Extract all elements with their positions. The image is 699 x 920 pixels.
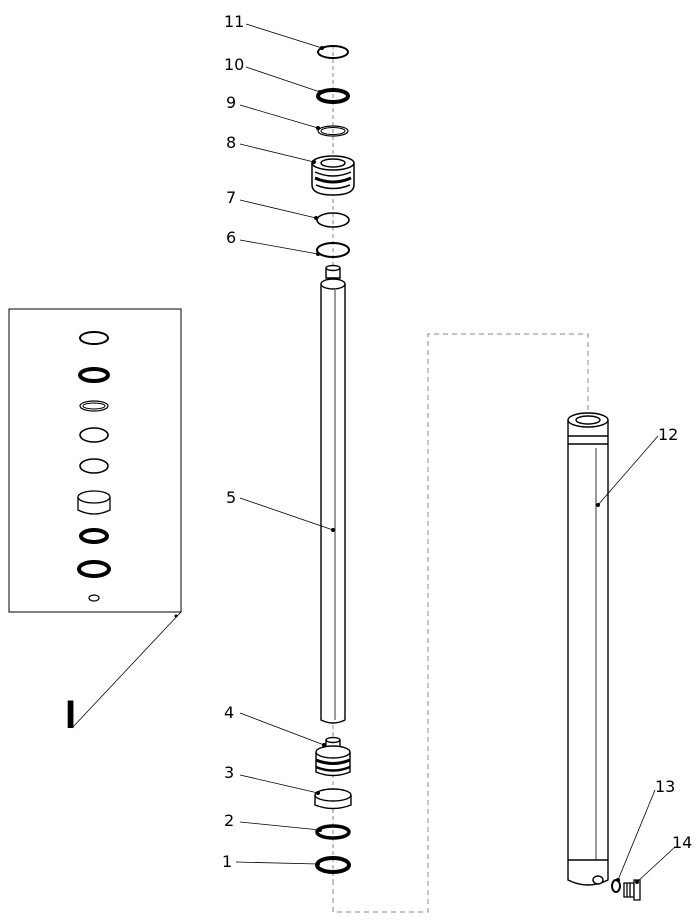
part-7-o-ring bbox=[316, 212, 350, 228]
part-12-cylinder-tube bbox=[567, 412, 609, 886]
leader-dots bbox=[312, 46, 639, 884]
part-5-piston-rod bbox=[320, 264, 346, 724]
callout-1: 1 bbox=[222, 852, 232, 871]
seal-kit-parts bbox=[77, 331, 111, 602]
callout-7: 7 bbox=[226, 188, 236, 207]
seal-kit-leader-dot bbox=[174, 614, 178, 618]
callout-9: 9 bbox=[226, 93, 236, 112]
part-2-o-ring bbox=[315, 824, 351, 840]
callout-10: 10 bbox=[224, 55, 244, 74]
callout-12: 12 bbox=[658, 425, 678, 444]
assembly-connection-line bbox=[332, 333, 589, 913]
callout-11: 11 bbox=[224, 12, 244, 31]
part-6-o-ring bbox=[316, 242, 350, 258]
part-11-o-ring bbox=[317, 45, 349, 59]
callout-14: 14 bbox=[672, 833, 692, 852]
part-8-gland bbox=[311, 155, 355, 196]
callout-2: 2 bbox=[224, 811, 234, 830]
part-3-bushing bbox=[314, 788, 352, 810]
part-4-piston bbox=[315, 736, 351, 777]
callout-13: 13 bbox=[655, 777, 675, 796]
leader-lines bbox=[235, 23, 676, 883]
callout-5: 5 bbox=[226, 488, 236, 507]
seal-kit-leader bbox=[71, 611, 182, 729]
callout-6: 6 bbox=[226, 228, 236, 247]
callout-4: 4 bbox=[224, 703, 234, 722]
part-10-seal-ring bbox=[316, 88, 350, 104]
callout-3: 3 bbox=[224, 763, 234, 782]
seal-kit-panel bbox=[8, 308, 182, 613]
part-14-plug-screw bbox=[623, 879, 641, 901]
seal-kit-label: I bbox=[65, 693, 76, 737]
callout-8: 8 bbox=[226, 133, 236, 152]
part-9-backup-ring bbox=[317, 125, 349, 137]
